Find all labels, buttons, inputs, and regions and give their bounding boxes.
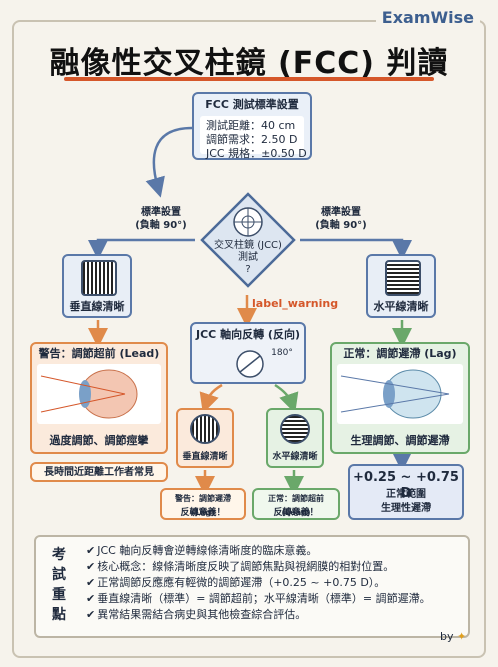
check-icon: ✔ [86, 560, 96, 573]
settings-heading: FCC 測試標準設置 [205, 98, 299, 111]
lead-box: 警告：調節超前 (Lead) 過度調節、調節痙攣 [30, 342, 168, 454]
rev-left-warn: 警告：調節遲滯 (Lag) [175, 494, 231, 517]
rev-right-note: 正常：調節超前 (Lead) 反轉意義！ [252, 488, 340, 520]
check-icon: ✔ [86, 608, 96, 621]
check-icon: ✔ [86, 544, 96, 557]
reverse-box: JCC 軸向反轉 (反向) 180° [190, 322, 306, 384]
lead-heading: 警告：調節超前 (Lead) [38, 347, 160, 360]
right-setup-label: 標準設置 (負軸 90°) [315, 207, 367, 231]
key-point-item: ✔JCC 軸向反轉會逆轉線條清晰度的臨床意義。 [86, 544, 318, 557]
lag-heading: 正常：調節遲滯 (Lag) [343, 347, 457, 360]
rev-left-sub: 反轉意義！ [180, 508, 226, 518]
rev-right-warn: 正常：調節超前 (Lead) [268, 494, 324, 517]
key-points-tag-text: 考試重點 [52, 547, 66, 623]
normal-range-value: +0.25 ~ +0.75 D [353, 470, 459, 501]
normal-range-box: +0.25 ~ +0.75 D 正常範圍 生理性遲滯 [348, 464, 464, 520]
lead-note-text: 長時間近距離工作者常見 [44, 467, 154, 478]
rev-left-note: 警告：調節遲滯 (Lag) 反轉意義！ [160, 488, 246, 520]
horizontal-grating-icon [385, 260, 421, 296]
reverse-angle: 180° [271, 348, 293, 358]
check-icon: ✔ [86, 576, 96, 589]
rev-right-sub: 反轉意義！ [273, 508, 319, 518]
settings-box: FCC 測試標準設置 測試距離：40 cm 調節需求：2.50 D JCC 規格… [192, 92, 312, 160]
left-setup-label: 標準設置 (負軸 90°) [135, 207, 187, 231]
lead-caption: 過度調節、調節痙攣 [49, 434, 149, 447]
rev-left-label: 垂直線清晰 [182, 452, 228, 462]
eye-diagram-lead [37, 364, 161, 424]
key-point-item: ✔正常調節反應應有輕微的調節遲滯（+0.25 ~ +0.75 D）。 [86, 576, 386, 589]
rev-horizontal-grating-icon [280, 414, 310, 444]
brand-mark-icon: ✦ [457, 630, 467, 643]
byline-text: by [440, 630, 454, 643]
rev-left-box: 垂直線清晰 [176, 408, 234, 468]
vertical-clear-box: 垂直線清晰 [62, 254, 132, 318]
setting-demand: 調節需求：2.50 D [206, 133, 298, 146]
rev-right-label: 水平線清晰 [272, 452, 318, 462]
page-title: 融像性交叉柱鏡 (FCC) 判讀 [49, 46, 449, 81]
reverse-box-label: JCC 軸向反轉 (反向) [196, 328, 300, 341]
vertical-clear-label: 垂直線清晰 [69, 300, 125, 313]
outer-frame [12, 20, 486, 658]
eye-diagram-lag [337, 364, 463, 424]
label-warning: label_warning [252, 297, 339, 310]
brand-logo: ExamWise [375, 8, 480, 27]
vertical-grating-icon [81, 260, 117, 296]
key-points-list: ✔JCC 軸向反轉會逆轉線條清晰度的臨床意義。 ✔核心概念：線條清晰度反映了調節… [86, 543, 462, 623]
key-points-tag: 考試重點 [44, 545, 74, 625]
key-point-item: ✔異常結果需結合病史與其他檢查綜合評估。 [86, 608, 307, 621]
normal-range-line1: 正常範圍 [386, 489, 426, 500]
rev-vertical-grating-icon [190, 414, 220, 444]
rotate-icon [236, 350, 264, 378]
horizontal-clear-label: 水平線清晰 [373, 300, 429, 313]
jcc-test-diamond: 交叉柱鏡 (JCC) 測試 ? [200, 192, 296, 288]
lead-note: 長時間近距離工作者常見 [30, 462, 168, 482]
title-underline [64, 77, 434, 81]
check-icon: ✔ [86, 592, 96, 605]
key-point-item: ✔核心概念：線條清晰度反映了調節焦點與視網膜的相對位置。 [86, 560, 395, 573]
key-point-item: ✔垂直線清晰（標準）= 調節超前；水平線清晰（標準）= 調節遲滯。 [86, 592, 431, 605]
key-points-box: 考試重點 ✔JCC 軸向反轉會逆轉線條清晰度的臨床意義。 ✔核心概念：線條清晰度… [34, 535, 470, 638]
setting-jcc: JCC 規格：±0.50 D [206, 147, 307, 160]
normal-range-line2: 生理性遲滯 [381, 503, 431, 514]
byline: by ✦ [440, 630, 466, 643]
diamond-shape [200, 192, 296, 288]
lag-caption: 生理調節、調節遲滯 [350, 434, 450, 447]
settings-body: 測試距離：40 cm 調節需求：2.50 D JCC 規格：±0.50 D [200, 116, 307, 160]
jcc-test-label: 交叉柱鏡 (JCC) 測試 ? [214, 240, 282, 275]
lag-box: 正常：調節遲滯 (Lag) 生理調節、調節遲滯 [330, 342, 470, 454]
horizontal-clear-box: 水平線清晰 [366, 254, 436, 318]
setting-distance: 測試距離：40 cm [206, 119, 296, 132]
rev-right-box: 水平線清晰 [266, 408, 324, 468]
